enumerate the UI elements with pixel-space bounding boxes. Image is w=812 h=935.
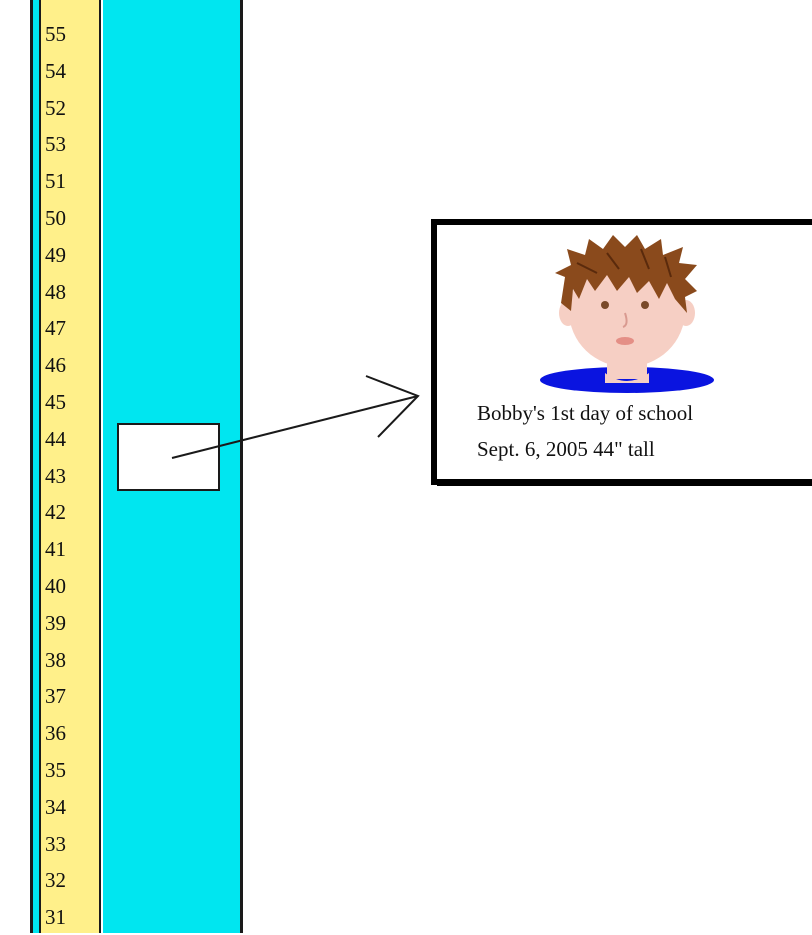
- ruler-mark: 47: [45, 310, 66, 346]
- ruler-mark: 32: [45, 862, 66, 898]
- ruler-mark: 37: [45, 678, 66, 714]
- ruler-mark: 40: [45, 568, 66, 604]
- card-bottom-border: [437, 482, 812, 486]
- ruler-mark: 46: [45, 347, 66, 383]
- photo-callout-card: Bobby's 1st day of school Sept. 6, 2005 …: [431, 219, 812, 485]
- ruler-mark: 50: [45, 200, 66, 236]
- ruler-mark: 54: [45, 53, 66, 89]
- ruler-mark: 33: [45, 826, 66, 862]
- arrow-head: [366, 376, 418, 437]
- ruler-mark: 44: [45, 421, 66, 457]
- ruler-mark: 49: [45, 237, 66, 273]
- ruler-mark: 41: [45, 531, 66, 567]
- ruler-mark: 45: [45, 384, 66, 420]
- ruler-mark: 35: [45, 752, 66, 788]
- strip-right-border: [240, 0, 243, 933]
- ruler-mark: 36: [45, 715, 66, 751]
- ruler-mark: 52: [45, 90, 66, 126]
- ruler-mark: 38: [45, 642, 66, 678]
- ruler-mark: 39: [45, 605, 66, 641]
- caption-title: Bobby's 1st day of school: [477, 401, 693, 426]
- boy-avatar-icon: [537, 233, 717, 393]
- ruler-mark: 55: [45, 16, 66, 52]
- ruler-mark: 42: [45, 494, 66, 530]
- ruler-mark: 43: [45, 458, 66, 494]
- ruler-mark: 48: [45, 274, 66, 310]
- ruler-mark: 51: [45, 163, 66, 199]
- ruler-mark: 34: [45, 789, 66, 825]
- caption-date-height: Sept. 6, 2005 44" tall: [477, 437, 655, 462]
- ruler-mark: 31: [45, 899, 66, 935]
- height-marker: [117, 423, 220, 491]
- ruler-mark: 53: [45, 126, 66, 162]
